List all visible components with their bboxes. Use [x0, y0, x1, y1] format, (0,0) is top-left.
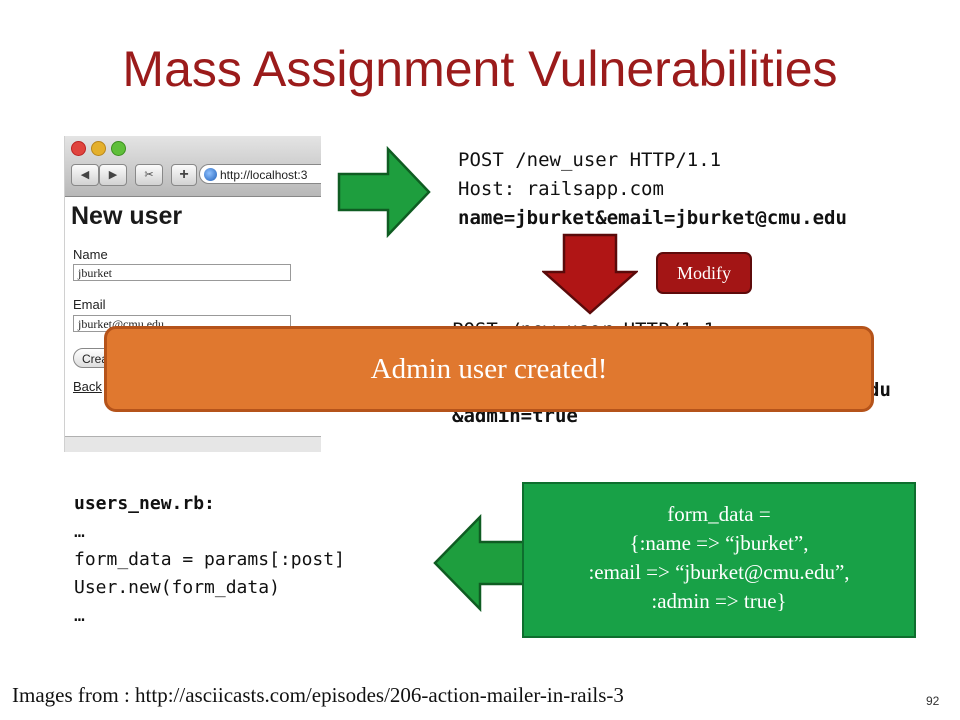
bookmark-icon[interactable]: ✂ — [135, 164, 163, 186]
back-link[interactable]: Back — [73, 379, 102, 394]
code-line: … — [74, 605, 85, 626]
email-label: Email — [73, 297, 106, 312]
left-arrow-icon — [433, 514, 529, 612]
code-line: … — [74, 521, 85, 542]
forward-button[interactable]: ▶ — [99, 164, 127, 186]
address-bar-url: http://localhost:3 — [220, 168, 308, 182]
form-data-line: :admin => true} — [651, 589, 787, 613]
browser-status-bar — [65, 436, 321, 452]
request-line-body: name=jburket&email=jburket@cmu.edu — [458, 207, 847, 229]
form-data-line: :email => “jburket@cmu.edu”, — [588, 560, 850, 584]
form-data-box: form_data = {:name => “jburket”, :email … — [522, 482, 916, 638]
form-data-line: form_data = — [667, 502, 771, 526]
back-button[interactable]: ◀ — [71, 164, 99, 186]
image-credit: Images from : http://asciicasts.com/epis… — [12, 683, 624, 707]
zoom-window-icon[interactable] — [111, 141, 126, 156]
globe-icon — [204, 168, 217, 181]
modify-label: Modify — [656, 252, 752, 294]
form-data-line: {:name => “jburket”, — [629, 531, 809, 555]
minimize-window-icon[interactable] — [91, 141, 106, 156]
page-heading: New user — [71, 202, 183, 230]
browser-toolbar: ◀ ▶ ✂ + http://localhost:3 — [65, 136, 321, 197]
down-arrow-icon — [542, 233, 638, 315]
add-bookmark-button[interactable]: + — [171, 164, 197, 186]
code-line: form_data = params[:post] — [74, 549, 345, 570]
right-arrow-icon — [337, 146, 431, 238]
slide-title: Mass Assignment Vulnerabilities — [122, 41, 838, 97]
page-number: 92 — [926, 694, 940, 708]
request-line-host: Host: railsapp.com — [458, 178, 664, 200]
code-filename: users_new.rb: — [74, 493, 215, 514]
code-line: User.new(form_data) — [74, 577, 280, 598]
code-block: users_new.rb: … form_data = params[:post] U… — [74, 490, 345, 630]
name-label: Name — [73, 247, 108, 262]
admin-created-banner: Admin user created! — [104, 326, 874, 412]
name-field[interactable]: jburket — [73, 264, 291, 281]
address-bar[interactable]: http://localhost:3 — [199, 164, 321, 184]
request-line-method: POST /new_user HTTP/1.1 — [458, 149, 722, 171]
close-window-icon[interactable] — [71, 141, 86, 156]
